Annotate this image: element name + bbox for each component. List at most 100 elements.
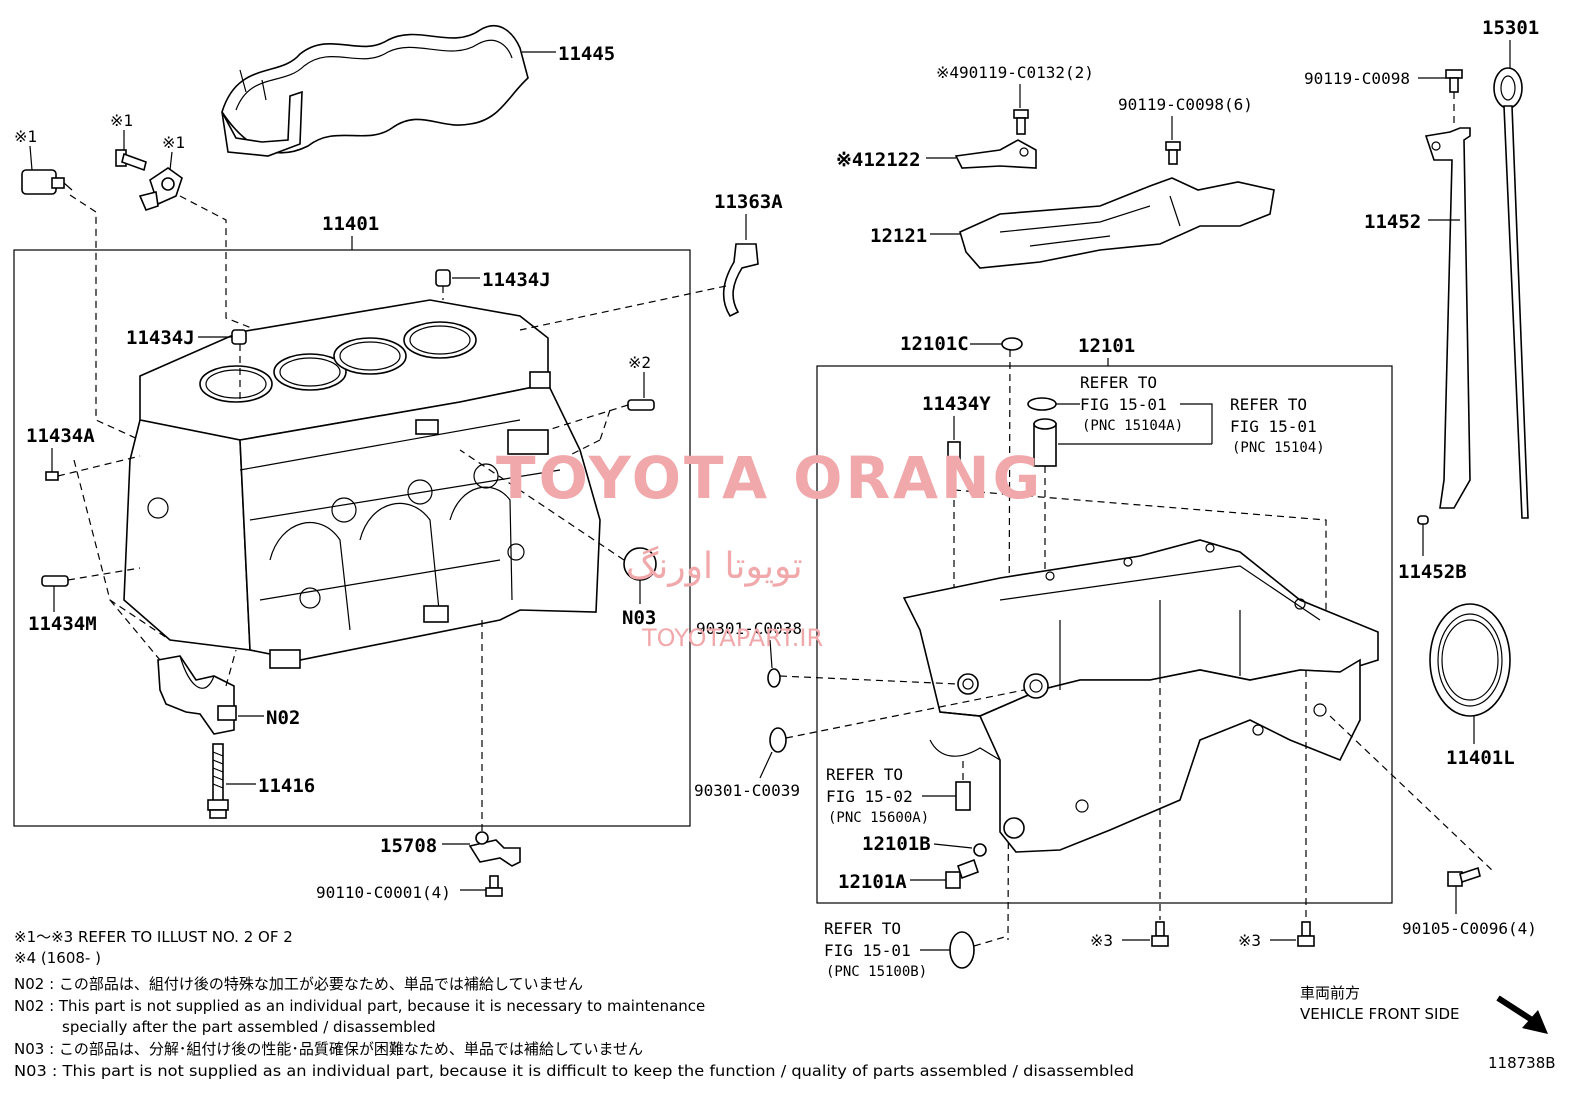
callout-12101c: 12101C (900, 333, 969, 355)
ref-1502-l1: REFER TO (826, 765, 903, 784)
part-90301-c0038-oring (767, 668, 781, 688)
ref-1501c-l2: FIG 15-01 (824, 941, 911, 960)
part-filter-oring (1027, 397, 1057, 411)
ref-1502-l3: (PNC 15600A) (828, 810, 929, 826)
part-90105-bolt (1447, 866, 1481, 887)
ref-1502-l2: FIG 15-02 (826, 787, 913, 806)
part-12121-baffle-plate (959, 177, 1275, 269)
part-90110-bolt (485, 875, 503, 897)
note-4: N02 : This part is not supplied as an in… (14, 997, 705, 1015)
part-11401-cylinder-block (123, 299, 601, 669)
watermark-persian: تویوتا اورنگ (626, 545, 803, 587)
callout-n02: N02 (266, 707, 300, 729)
part-oil-pan-gasket (949, 931, 975, 969)
part-bolt-1 (115, 149, 147, 172)
part-12101-oil-pan (902, 539, 1379, 853)
ref-1501b-l3: (PNC 15104) (1232, 440, 1325, 456)
part-11416-bolt (207, 743, 229, 819)
part-filter-element (1033, 418, 1057, 467)
part-11434a-pin (45, 471, 59, 481)
callout-11416: 11416 (258, 775, 315, 797)
part-11452-dipstick-guide (1424, 127, 1471, 509)
figure-code: 118738B (1488, 1054, 1556, 1072)
part-bolt-3a (1151, 921, 1169, 947)
watermark-title: TOYOTA ORANG (496, 444, 1043, 512)
part-strainer-connector (955, 781, 971, 811)
callout-12101: 12101 (1078, 335, 1135, 357)
part-12101c-gasket (1001, 337, 1023, 351)
part-15301-dipstick (1493, 67, 1529, 519)
callout-11452: 11452 (1364, 211, 1421, 233)
callout-15301: 15301 (1482, 17, 1539, 39)
part-11401l-oil-seal (1429, 603, 1511, 717)
part-90119-bolt-6 (1165, 141, 1181, 165)
note-3: N02 : この部品は、組付け後の特殊な加工が必要なため、単品では補給していませ… (14, 975, 583, 993)
callout-490119: ※490119-C0132(2) (936, 63, 1094, 82)
callout-12121: 12121 (870, 225, 927, 247)
ref-1501c-l1: REFER TO (824, 919, 901, 938)
callout-90301-38: 90301-C0038 (696, 619, 802, 638)
note-5: specially after the part assembled / dis… (62, 1018, 436, 1036)
callout-12101a: 12101A (838, 871, 907, 893)
callout-90119: 90119-C0098 (1304, 69, 1410, 88)
part-knock-sensor (138, 167, 183, 211)
part-12101a-drain-plug (945, 858, 980, 889)
part-11434j-left (231, 329, 247, 345)
callout-11452b: 11452B (1398, 561, 1467, 583)
note-2: ※4 (1608- ) (14, 949, 101, 967)
part-11363a-bracket (722, 243, 759, 318)
callout-n03: N03 (622, 607, 656, 629)
ref-1501a-l3: (PNC 15104A) (1082, 418, 1183, 434)
callout-90301-39: 90301-C0039 (694, 781, 800, 800)
part-12122-bracket (954, 139, 1037, 169)
callout-90119-6: 90119-C0098(6) (1118, 95, 1253, 114)
callout-11401l: 11401L (1446, 747, 1515, 769)
note-7: N03 : This part is not supplied as an in… (14, 1062, 1134, 1080)
oilpan-group-frame (816, 365, 1393, 904)
callout-90110: 90110-C0001(4) (316, 883, 451, 902)
front-direction-arrow-icon (1496, 995, 1548, 1034)
mark-1a: ※1 (14, 127, 37, 146)
mark-3b: ※3 (1238, 931, 1261, 950)
part-490119-bolt (1013, 109, 1029, 135)
callout-15708: 15708 (380, 835, 437, 857)
part-11434m-pin (41, 575, 69, 587)
callout-11434y: 11434Y (922, 393, 991, 415)
ref-1501b-l1: REFER TO (1230, 395, 1307, 414)
part-11452b-ring (1417, 515, 1429, 525)
mark-2: ※2 (628, 353, 651, 372)
callout-90105: 90105-C0096(4) (1402, 919, 1537, 938)
part-sensor-1 (21, 169, 73, 195)
callout-11434m: 11434M (28, 613, 97, 635)
part-bolt-3b (1297, 921, 1315, 947)
part-n02-bearing-cap (157, 655, 237, 735)
part-12101b-gasket (973, 843, 987, 857)
part-15708-oil-nozzle (468, 831, 521, 867)
ref-1501b-l2: FIG 15-01 (1230, 417, 1317, 436)
mark-3a: ※3 (1090, 931, 1113, 950)
callout-11363a: 11363A (714, 191, 783, 213)
part-11445-insulator (221, 24, 529, 157)
part-11434j-top (435, 269, 451, 287)
callout-11434j-left: 11434J (126, 327, 195, 349)
ref-1501a-l2: FIG 15-01 (1080, 395, 1167, 414)
front-side-en: VEHICLE FRONT SIDE (1300, 1005, 1460, 1023)
mark-1c: ※1 (162, 133, 185, 152)
mark-1b: ※1 (110, 111, 133, 130)
part-pin-2 (627, 399, 655, 411)
ref-1501c-l3: (PNC 15100B) (826, 964, 927, 980)
callout-11445: 11445 (558, 43, 615, 65)
note-1: ※1～※3 REFER TO ILLUST NO. 2 OF 2 (14, 928, 293, 946)
callout-11434j-top: 11434J (482, 269, 551, 291)
callout-12101b: 12101B (862, 833, 931, 855)
callout-11401: 11401 (322, 213, 379, 235)
watermark-url: TOYOTAPART.IR (641, 624, 823, 652)
part-90119-bolt (1445, 69, 1463, 93)
ref-1501a-l1: REFER TO (1080, 373, 1157, 392)
callout-12122: ※412122 (836, 149, 921, 171)
front-side-jp: 車両前方 (1300, 984, 1360, 1002)
note-6: N03 : この部品は、分解･組付け後の性能･品質確保が困難なため、単品では補給… (14, 1040, 643, 1058)
callout-11434a: 11434A (26, 425, 95, 447)
